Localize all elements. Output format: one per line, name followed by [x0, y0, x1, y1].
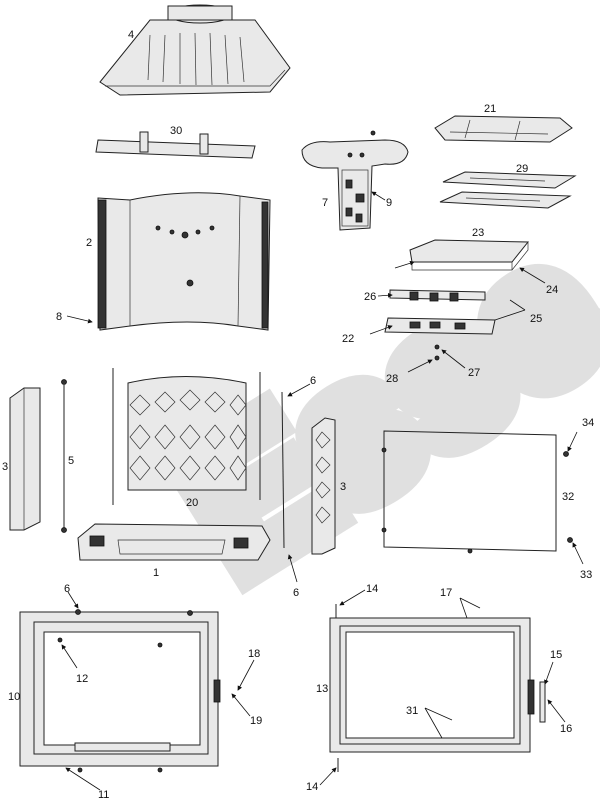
part-3-side-grille-right [311, 417, 336, 555]
callout-33: 33 [580, 569, 592, 581]
callout-2: 2 [86, 237, 92, 249]
callout-9: 9 [386, 197, 392, 209]
part-2-firebox-panel [97, 192, 271, 331]
callout-labels: 1 2 3 4 5 6 7 8 9 12 13 14 15 16 17 18 1… [2, 29, 594, 800]
part-28-screw [434, 355, 440, 361]
part-23-ash-pan [409, 239, 530, 271]
part-32-glass-panel [381, 430, 573, 554]
callout-14-upper: 14 [366, 583, 378, 595]
part-13-door [329, 604, 546, 772]
callout-5: 5 [68, 455, 74, 467]
callout-1: 1 [153, 567, 159, 579]
callout-29: 29 [516, 163, 528, 175]
callout-10: 10 [8, 691, 20, 703]
callout-30: 30 [170, 125, 182, 137]
callout-32: 32 [562, 491, 574, 503]
callout-15: 15 [550, 649, 562, 661]
callout-4: 4 [128, 29, 134, 41]
callout-27: 27 [468, 367, 480, 379]
callout-34: 34 [582, 417, 594, 429]
part-21-tray [434, 115, 573, 143]
callout-6-lower: 6 [293, 587, 299, 599]
part-6-rod [281, 391, 285, 549]
part-30-rail [95, 131, 256, 159]
part-10-door-frame [19, 609, 221, 773]
part-22-plate [384, 317, 496, 335]
part-29-grates [439, 171, 577, 209]
callout-11: 11 [98, 789, 109, 800]
callout-23: 23 [472, 227, 484, 239]
callout-21: 21 [484, 103, 496, 115]
callout-31: 31 [406, 705, 418, 717]
callout-8: 8 [56, 311, 62, 323]
callout-12: 12 [76, 673, 88, 685]
callout-25: 25 [530, 313, 542, 325]
callout-20: 20 [186, 497, 198, 509]
callout-26: 26 [364, 291, 376, 303]
callout-3-left: 3 [2, 461, 8, 473]
callout-13: 13 [316, 683, 328, 695]
part-4-hood [99, 4, 291, 96]
part-3-side-brick-left [9, 387, 41, 531]
callout-19: 19 [250, 715, 262, 727]
part-1-base [77, 523, 271, 561]
callout-6-door: 6 [64, 583, 70, 595]
callout-17: 17 [440, 587, 452, 599]
callout-14-lower: 14 [306, 781, 318, 793]
part-20-fireback [112, 368, 261, 505]
leader-lines [61, 191, 584, 791]
part-7-bracket [301, 130, 409, 231]
part-27-screw [434, 344, 440, 350]
callout-7: 7 [322, 197, 328, 209]
part-5-rod [61, 379, 67, 533]
callout-22: 22 [342, 333, 354, 345]
callout-6-upper: 6 [310, 375, 316, 387]
callout-18: 18 [248, 648, 260, 660]
callout-28: 28 [386, 373, 398, 385]
callout-16: 16 [560, 723, 572, 735]
callout-3-right: 3 [340, 481, 346, 493]
callout-24: 24 [546, 284, 558, 296]
